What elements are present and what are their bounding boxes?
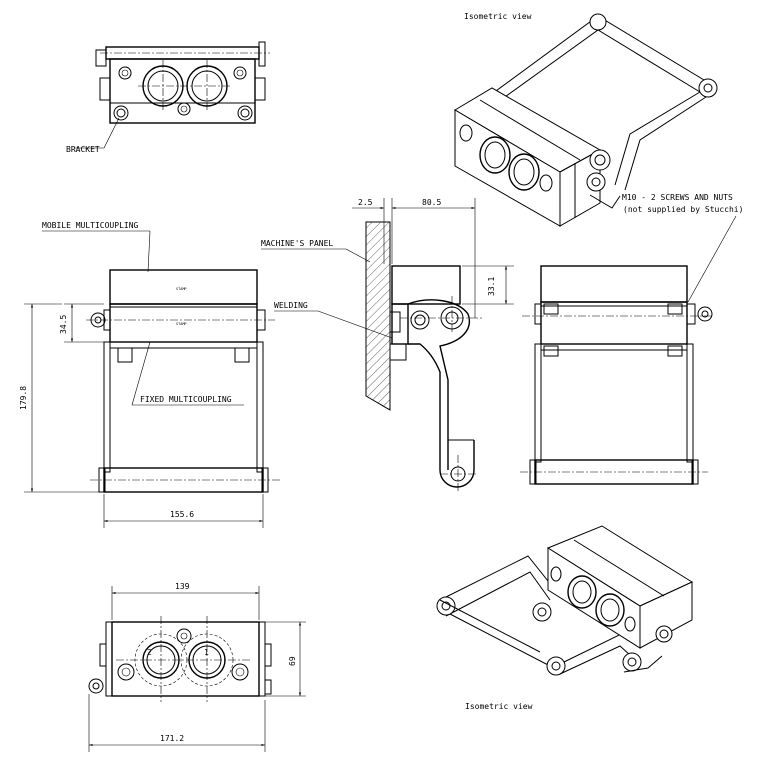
top-view: BRACKET — [66, 41, 270, 154]
fixed-multicoupling-label: FIXED MULTICOUPLING — [140, 395, 232, 404]
dim-plate-height: 69 — [262, 621, 306, 697]
svg-text:69: 69 — [288, 656, 297, 666]
rear-view — [520, 265, 714, 485]
screws-note-line2: (not supplied by Stucchi) — [623, 205, 743, 214]
svg-text:2.5: 2.5 — [358, 198, 373, 207]
hole-label-1: 1 — [204, 648, 209, 657]
plate-view: 2 1 — [88, 616, 272, 702]
dim-plate-width: 139 — [111, 582, 260, 620]
side-view — [365, 221, 482, 492]
isometric-view-top-label: Isometric view — [464, 12, 532, 21]
isometric-view-bottom-label: Isometric view — [465, 702, 533, 711]
svg-text:139: 139 — [175, 582, 190, 591]
isometric-view-bottom — [436, 525, 694, 676]
dim-side-height: 33.1 — [462, 265, 514, 305]
svg-text:155.6: 155.6 — [170, 510, 194, 519]
bracket-label: BRACKET — [66, 145, 100, 154]
welding-label: WELDING — [274, 301, 308, 310]
svg-text:34.5: 34.5 — [59, 315, 68, 334]
svg-text:171.2: 171.2 — [160, 734, 184, 743]
dim-front-total-height: 179.8 — [19, 303, 100, 493]
hole-label-2: 2 — [147, 648, 152, 657]
dim-front-upper-height: 34.5 — [59, 303, 104, 343]
mobile-multicoupling-label: MOBILE MULTICOUPLING — [42, 221, 139, 230]
svg-text:179.8: 179.8 — [19, 386, 28, 410]
dim-side-depth: 80.5 — [392, 198, 476, 318]
bracket-bolt-left — [113, 105, 129, 121]
screws-note-line1: M10 - 2 SCREWS AND NUTS — [622, 193, 733, 202]
dim-front-width: 155.6 — [103, 494, 264, 528]
svg-text:80.5: 80.5 — [422, 198, 441, 207]
machines-panel-label: MACHINE'S PANEL — [261, 239, 333, 248]
isometric-view-top: Isometric view — [454, 12, 718, 227]
stamp-lower: STAMP — [176, 322, 187, 326]
stamp-upper: STAMP — [176, 287, 187, 291]
bracket-bolt-right — [237, 105, 253, 121]
front-view: STAMP STAMP — [86, 269, 280, 493]
svg-text:33.1: 33.1 — [487, 277, 496, 296]
dim-plate-overall-width: 171.2 — [88, 694, 266, 752]
